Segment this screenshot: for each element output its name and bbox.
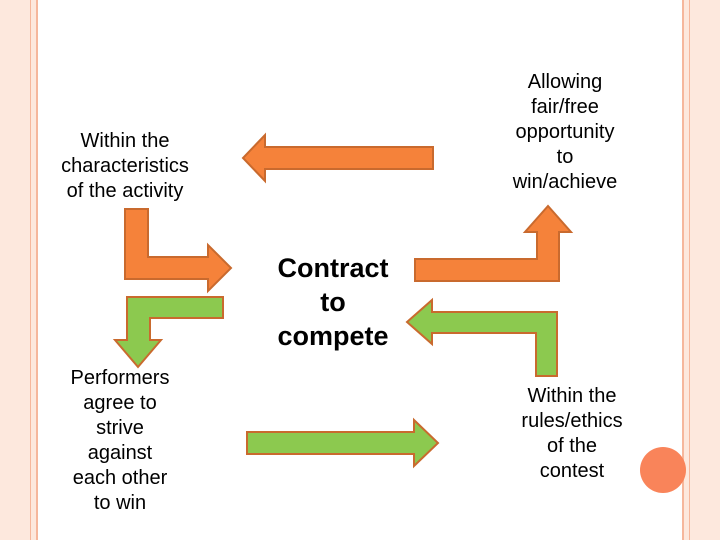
node-top-left-text: Within the characteristics of the activi… xyxy=(61,130,189,202)
arrow-right-up-orange xyxy=(414,204,574,282)
arrow-up-left-green xyxy=(405,297,558,377)
slide-frame-right xyxy=(682,0,720,540)
arrow-left-down-green xyxy=(112,296,224,369)
arrow-left-top xyxy=(241,132,434,184)
arrow-down-right-orange xyxy=(124,208,233,294)
center-text: Contract to compete xyxy=(277,253,389,351)
node-bottom-right-text: Within the rules/ethics of the contest xyxy=(521,385,623,482)
decorative-circle xyxy=(640,447,686,493)
arrow-right-bottom xyxy=(246,417,440,469)
node-bottom-left-text: Performers agree to strive against each … xyxy=(70,367,170,514)
slide-frame-left xyxy=(0,0,38,540)
node-top-right-text: Allowing fair/free opportunity to win/ac… xyxy=(512,71,618,193)
